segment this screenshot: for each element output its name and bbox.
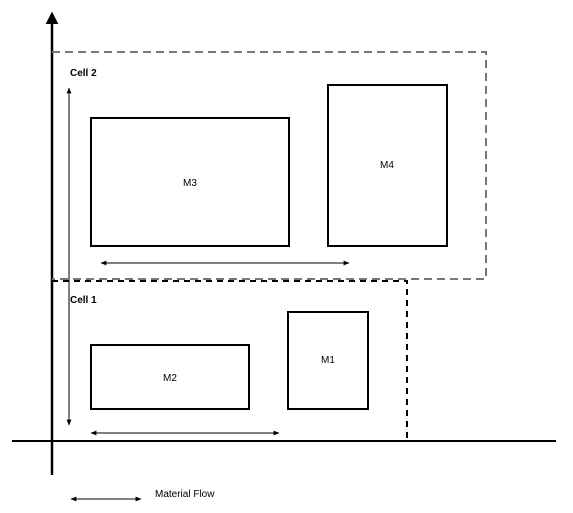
machine-m1 xyxy=(287,311,369,410)
machine-m4-label: M4 xyxy=(380,160,394,171)
machine-m4 xyxy=(327,84,448,247)
cell2-boundary xyxy=(52,51,487,280)
machine-m1-label: M1 xyxy=(321,355,335,366)
machine-m2 xyxy=(90,344,250,410)
cell1-label: Cell 1 xyxy=(70,295,97,306)
cell1-boundary xyxy=(52,280,408,441)
cell2-label: Cell 2 xyxy=(70,68,97,79)
machine-m3-label: M3 xyxy=(183,178,197,189)
machine-m2-label: M2 xyxy=(163,373,177,384)
machine-m3 xyxy=(90,117,290,247)
legend-label: Material Flow xyxy=(155,489,215,500)
